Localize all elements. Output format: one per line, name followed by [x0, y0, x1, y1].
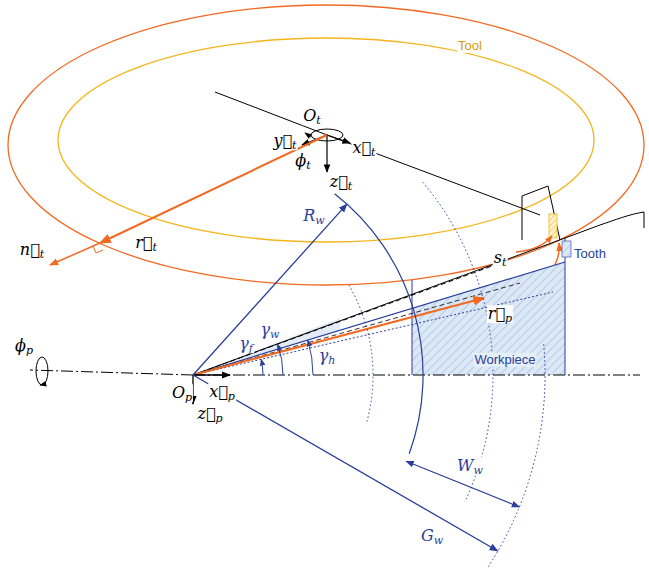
vector-label: n⃗t	[19, 241, 45, 259]
dimension-label: Gw	[420, 527, 444, 545]
axis-label: x⃗t	[351, 139, 376, 157]
vector-label: r⃗t	[134, 234, 158, 252]
angle-label: γh	[318, 347, 337, 365]
axis-label: z⃗t	[329, 173, 353, 191]
angle-label: γw	[260, 321, 281, 339]
part-name: Tooth	[573, 247, 607, 261]
angle-label: ϕt	[294, 152, 311, 170]
part-name: Workpiece	[473, 353, 536, 367]
dimension-label: Ww	[456, 457, 484, 475]
curve-label: st	[493, 249, 508, 267]
angle-label: ϕp	[14, 337, 34, 355]
origin-label: Op	[171, 384, 193, 402]
axis-label: y⃗t	[272, 132, 297, 150]
axis-label: x⃗p	[208, 383, 236, 401]
origin-label: Ot	[302, 107, 322, 125]
dimension-label: Rw	[302, 207, 325, 225]
axis-label: z⃗p	[196, 405, 223, 423]
angle-label: γf	[238, 335, 254, 353]
part-name: Tool	[457, 39, 483, 53]
vector-label: r⃗p	[487, 305, 513, 323]
